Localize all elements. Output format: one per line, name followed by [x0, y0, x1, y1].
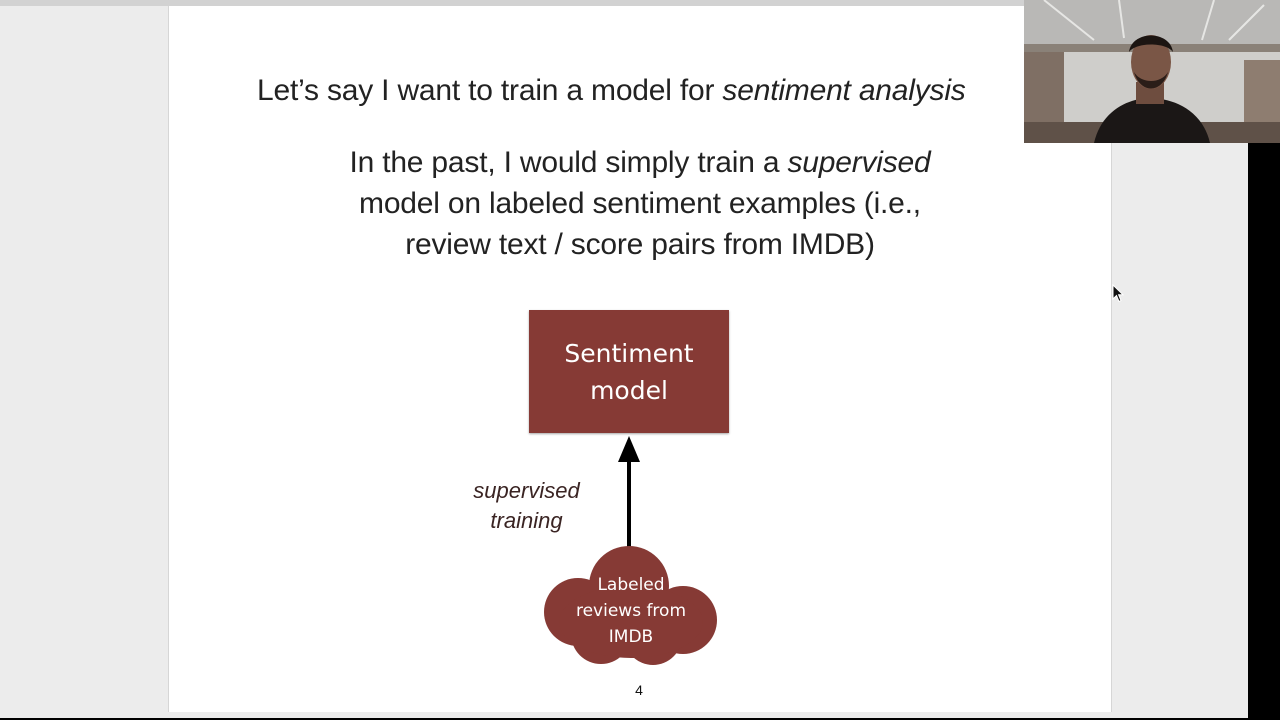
body-line-1: In the past, I would simply train a supe…: [169, 142, 1111, 183]
body-line-1-emphasis: supervised: [787, 146, 931, 179]
intro-prefix: Let’s say I want to train a model for: [257, 74, 723, 107]
slide: Let’s say I want to train a model for se…: [168, 6, 1112, 712]
edge-label-line-1: supervised: [473, 478, 580, 503]
model-label-line-1: Sentiment: [564, 338, 694, 368]
intro-emphasis: sentiment analysis: [722, 74, 966, 107]
slide-intro-text: Let’s say I want to train a model for se…: [257, 74, 966, 108]
body-line-1-prefix: In the past, I would simply train a: [349, 146, 788, 179]
body-line-2: model on labeled sentiment examples (i.e…: [359, 187, 921, 220]
edge-label-line-2: training: [490, 508, 563, 533]
webcam-video-feed: [1024, 0, 1280, 143]
sentiment-model-box: Sentiment model: [529, 310, 729, 433]
cloud-label: Labeled reviews from IMDB: [531, 572, 731, 650]
training-arrow: [618, 436, 640, 554]
slide-page-number: 4: [635, 682, 643, 698]
window-top-edge: [0, 0, 1248, 6]
cloud-label-line-1: Labeled: [597, 575, 665, 595]
slide-body-text: In the past, I would simply train a supe…: [169, 142, 1111, 265]
mouse-pointer-icon: [1112, 284, 1124, 303]
labeled-reviews-cloud: [544, 546, 717, 665]
body-line-3: review text / score pairs from IMDB): [405, 228, 875, 261]
supervised-training-label: supervised training: [439, 476, 614, 536]
cloud-label-line-2: reviews from: [575, 601, 687, 621]
cloud-label-line-3: IMDB: [608, 627, 654, 647]
model-label-line-2: model: [590, 375, 668, 405]
